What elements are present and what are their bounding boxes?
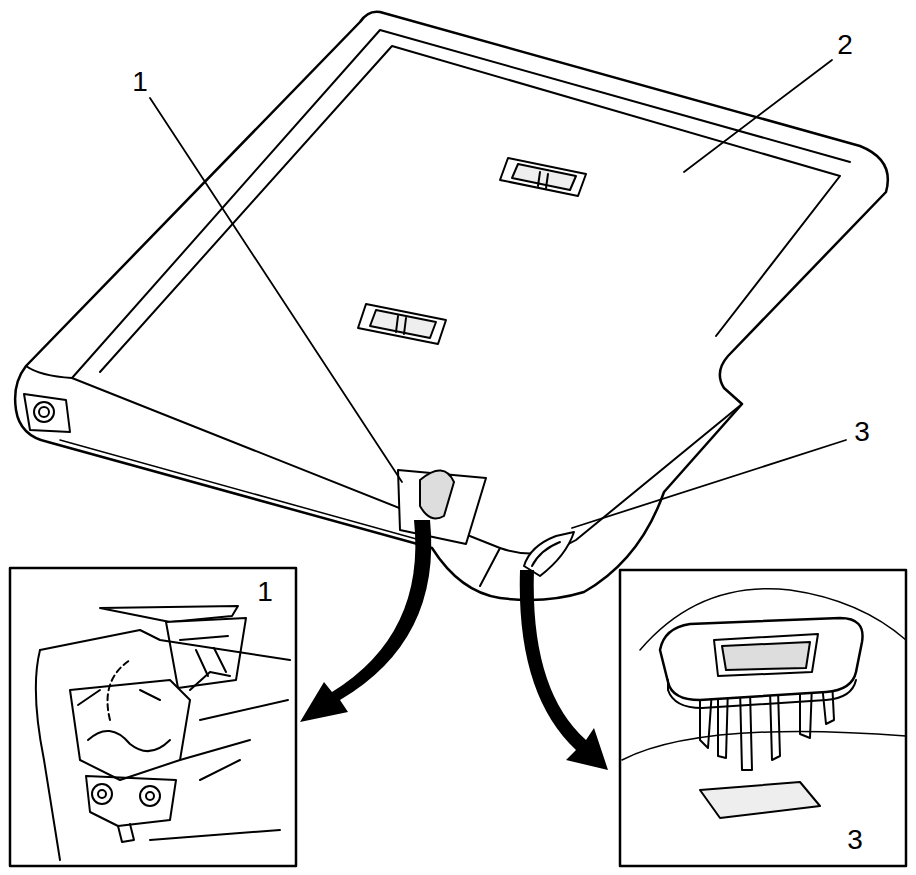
latch [398,470,486,544]
callout-number: 1 [257,578,273,606]
armrest-lid [15,12,888,600]
callout-number: 1 [132,68,148,96]
end-button [24,394,70,432]
bezel-detail-inset [620,570,906,866]
callout-number: 2 [837,31,853,59]
callout-number: 3 [854,418,870,446]
lid-slot [358,158,586,344]
view-arrow [300,520,608,770]
callout-number: 3 [847,826,863,854]
bezel-slot [524,532,574,576]
latch-detail-inset [10,568,296,866]
